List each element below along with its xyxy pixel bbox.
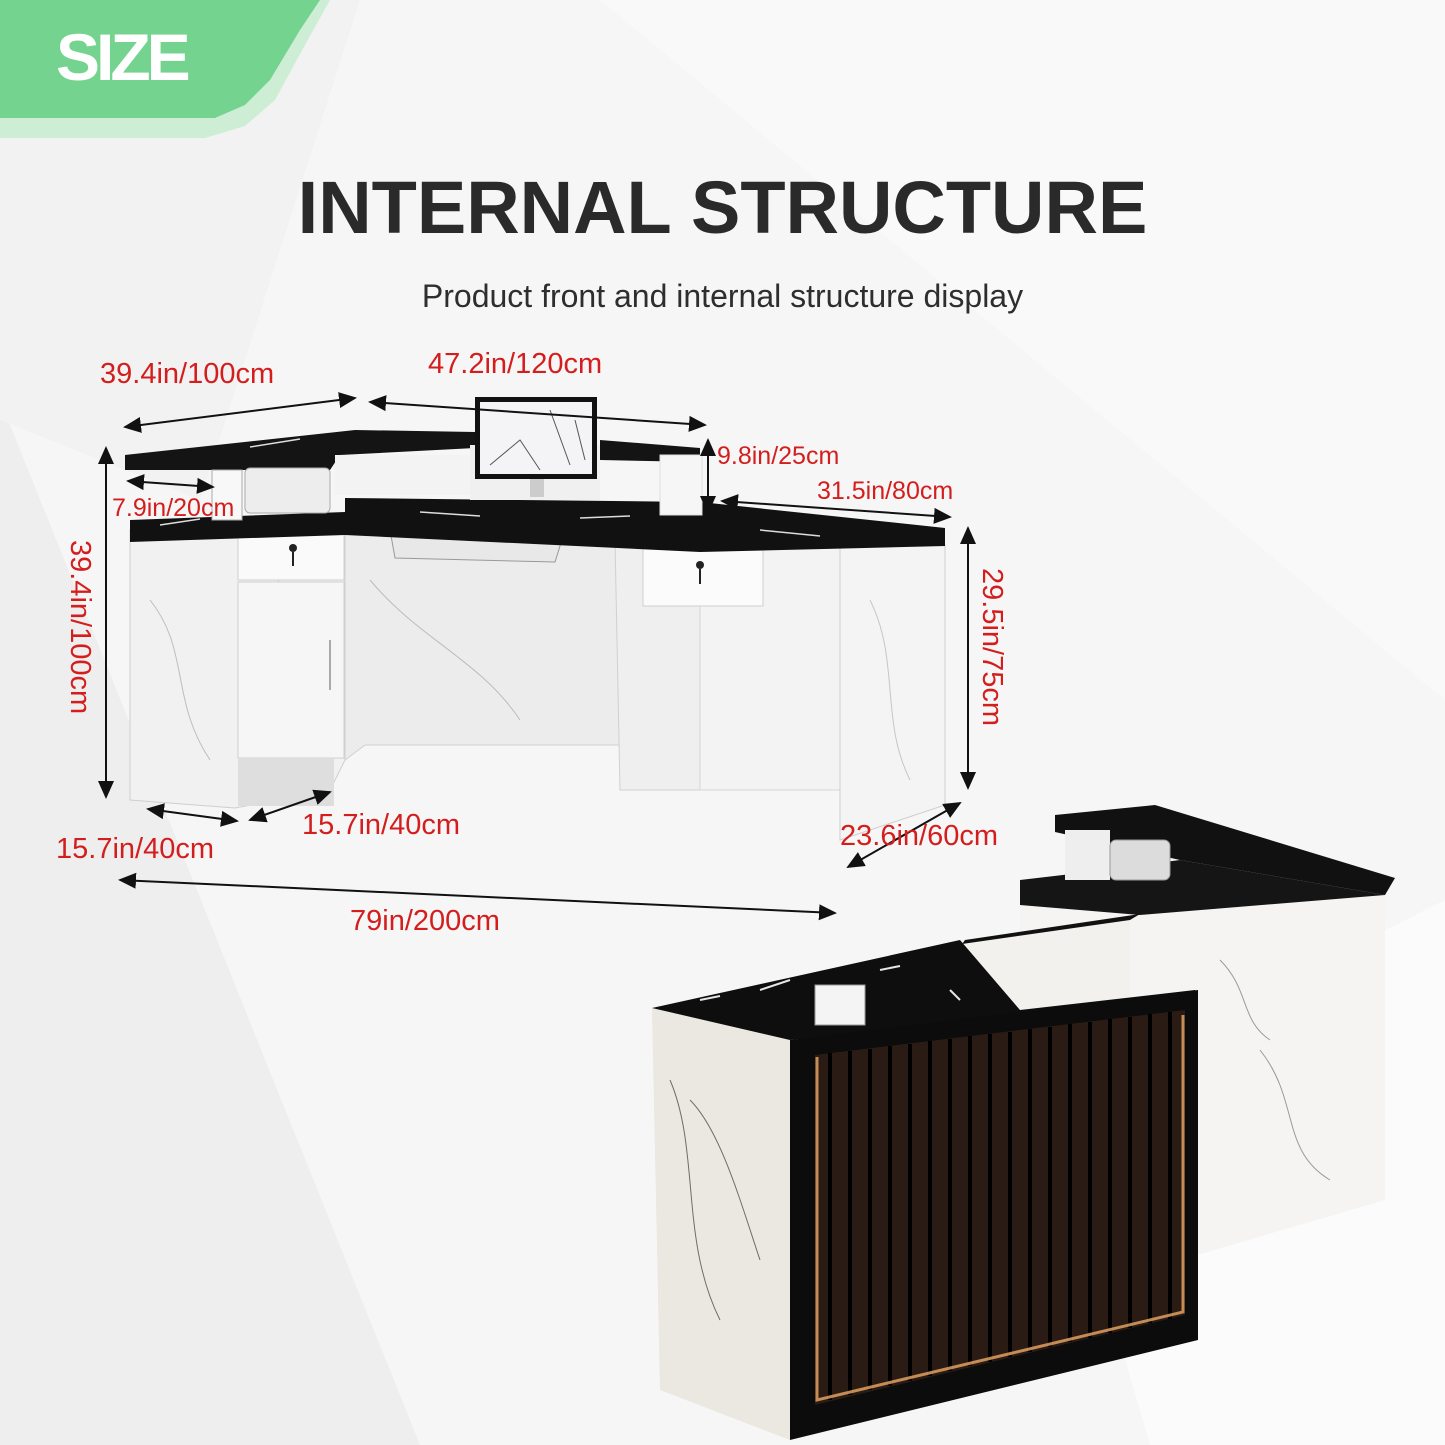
page-title: INTERNAL STRUCTURE [297, 166, 1148, 249]
dim-right-depth: 23.6in/60cm [840, 820, 998, 852]
dim-shelf-depth: 7.9in/20cm [112, 494, 235, 522]
dim-left-depth: 15.7in/40cm [56, 833, 214, 865]
dim-right-return-width: 31.5in/80cm [817, 477, 954, 505]
dim-riser-height: 9.8in/25cm [717, 442, 840, 470]
dim-top-left-width: 39.4in/100cm [100, 358, 275, 390]
size-badge-label: SIZE [56, 20, 191, 94]
dim-total-width: 79in/200cm [350, 905, 500, 937]
dim-cabinet-depth: 15.7in/40cm [302, 809, 460, 841]
dim-total-height: 39.4in/100cm [64, 540, 96, 715]
dim-desk-height: 29.5in/75cm [976, 568, 1008, 726]
dim-top-center-width: 47.2in/120cm [428, 348, 603, 380]
page-subtitle: Product front and internal structure dis… [421, 278, 1024, 314]
